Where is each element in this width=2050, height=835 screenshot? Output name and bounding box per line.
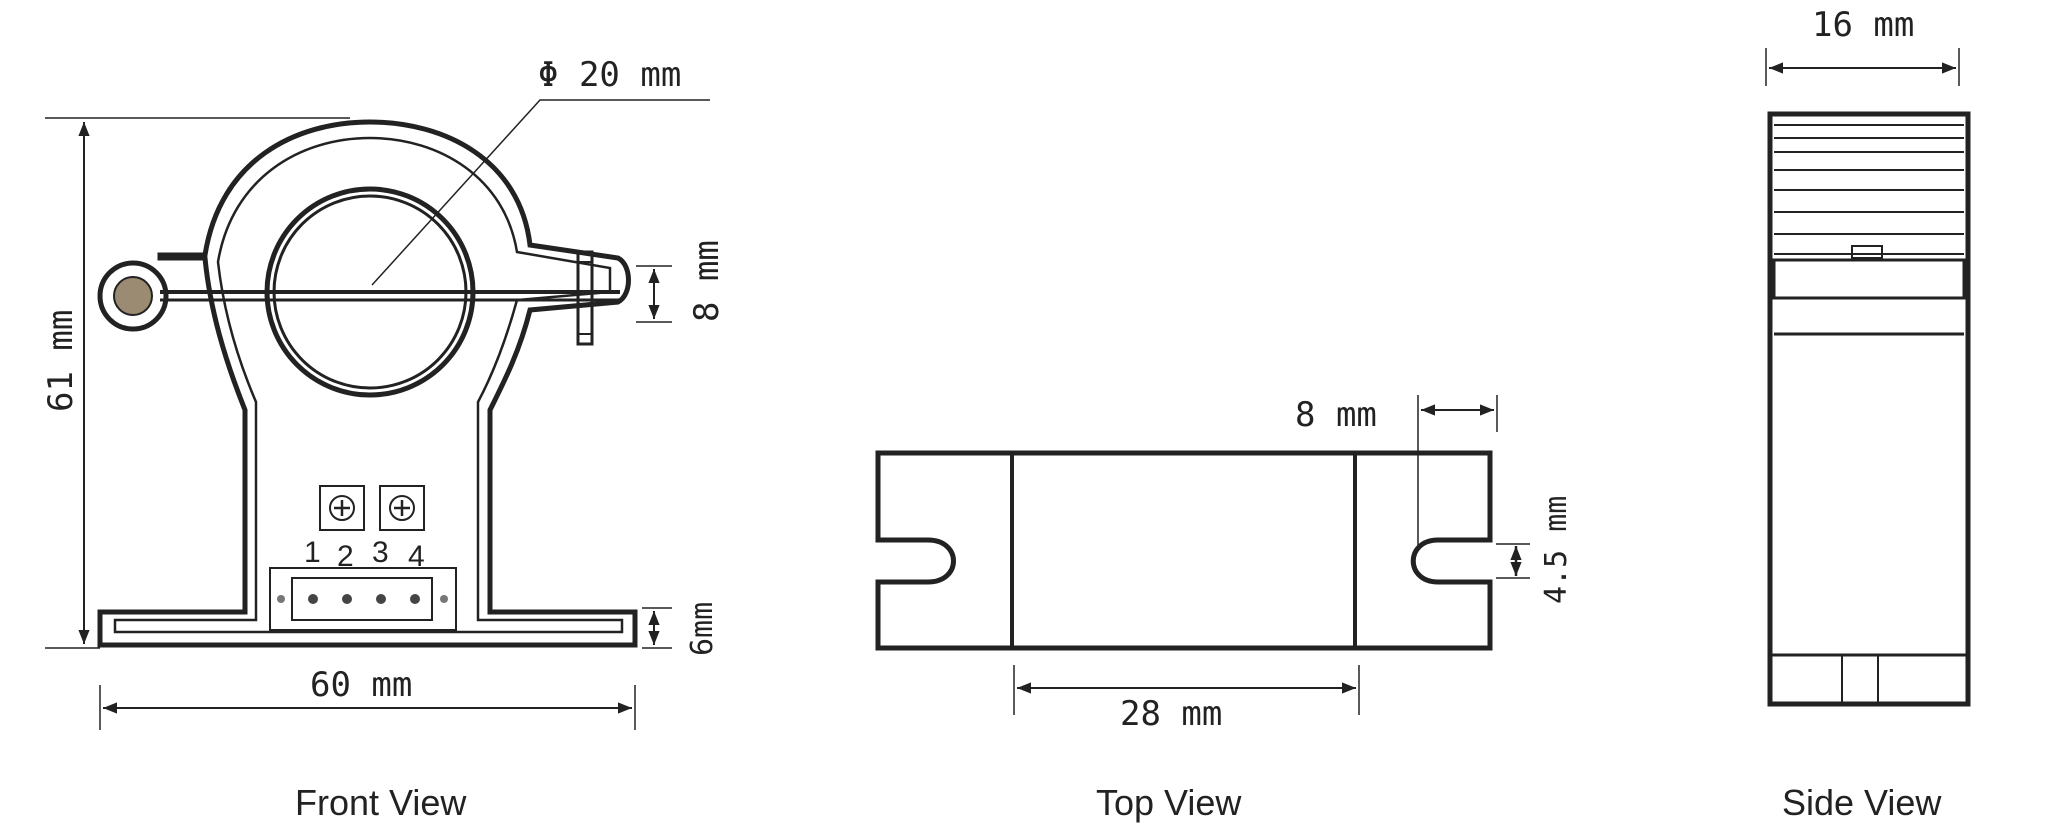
pin-label-3: 3 xyxy=(372,536,389,569)
clamp-label: 8 mm xyxy=(687,240,727,322)
top-body-outline xyxy=(875,450,1493,651)
side-ribs xyxy=(1774,124,1964,255)
side-width-label: 16 mm xyxy=(1812,5,1914,45)
terminal-screw-3 xyxy=(376,594,386,604)
base-label: 6mm xyxy=(685,602,720,656)
slot-offset-label: 8 mm xyxy=(1295,395,1377,435)
diameter-label: Φ 20 mm xyxy=(538,55,681,95)
side-screw-head xyxy=(1851,245,1883,259)
front-view: Φ 20 mm 1 2 3 4 xyxy=(41,55,727,823)
pin-label-1: 1 xyxy=(304,536,321,569)
front-body-inner xyxy=(113,136,624,634)
terminal-screw-2 xyxy=(342,594,352,604)
terminal-screw-4 xyxy=(410,594,420,604)
height-label: 61 mm xyxy=(41,310,81,412)
front-view-caption: Front View xyxy=(295,782,467,823)
adjust-screw-icon xyxy=(329,495,355,521)
width-label: 60 mm xyxy=(310,665,412,705)
terminal-screw-1 xyxy=(308,594,318,604)
terminal-block xyxy=(269,567,457,631)
hinge-ring xyxy=(97,260,169,332)
top-view-caption: Top View xyxy=(1096,782,1242,823)
hinge-knob xyxy=(113,276,153,316)
potentiometer-2 xyxy=(379,485,425,531)
pin-label-2: 2 xyxy=(337,540,354,573)
adjust-screw-icon xyxy=(389,495,415,521)
clamp-screw xyxy=(576,250,594,346)
diameter-leader xyxy=(371,99,710,286)
side-view-caption: Side View xyxy=(1782,782,1942,823)
slot-width-label: 4.5 mm xyxy=(1539,496,1574,604)
body-label: 28 mm xyxy=(1120,694,1222,734)
side-view: 16 mm Side View xyxy=(1765,5,1971,823)
side-clamp-band xyxy=(1772,258,1966,300)
top-view: 8 mm 4.5 mm 28 mm Top View xyxy=(875,395,1574,823)
potentiometer-1 xyxy=(319,485,365,531)
front-body-outline xyxy=(97,119,638,648)
cable-hole xyxy=(264,186,476,398)
cable-hole-inner xyxy=(272,194,468,390)
pin-label-4: 4 xyxy=(408,540,425,573)
side-body-outline xyxy=(1767,111,1971,707)
